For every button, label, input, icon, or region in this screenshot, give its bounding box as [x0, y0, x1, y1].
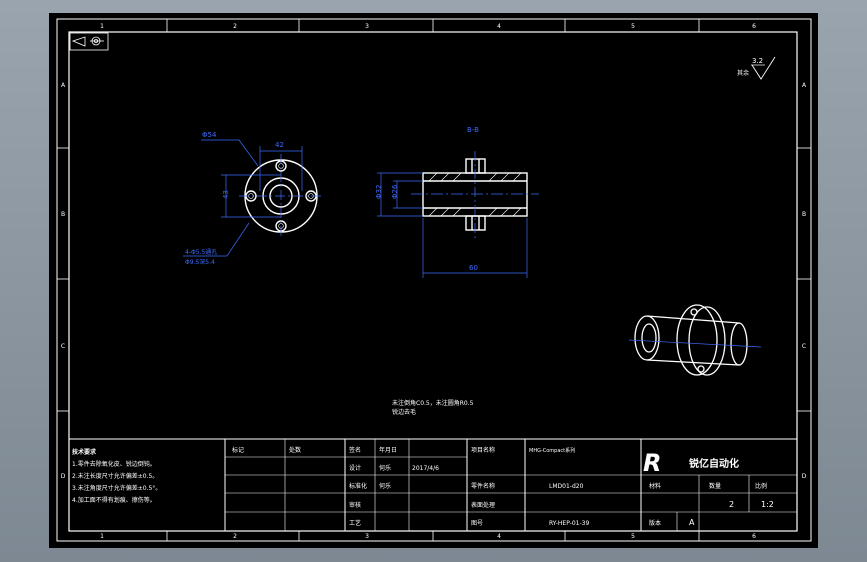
zone-bottom-6: 6: [752, 533, 756, 540]
zone-left-b: B: [61, 211, 65, 218]
front-centerlines: [239, 154, 323, 238]
zone-bottom-4: 4: [497, 533, 501, 540]
zone-top-3: 3: [365, 23, 369, 30]
roughness-note: 其余: [737, 69, 749, 77]
tech-line-2: 2.未注长度尺寸允许偏差±0.5。: [72, 472, 158, 480]
center-note-1: 未注倒角C0.5，未注圆角R0.5: [392, 399, 474, 407]
front-dimensions: [183, 139, 303, 257]
tb-version-label: 版本: [649, 519, 661, 527]
drawing-canvas[interactable]: 1 2 3 4 5 6 1 2 3 4 5 6 A B C D A B C D …: [49, 13, 818, 548]
zone-top-4: 4: [497, 23, 501, 30]
section-hatching: [428, 172, 522, 217]
tb-gongyi: 工艺: [349, 519, 361, 527]
flange-bottom: [465, 215, 486, 231]
dim-hole-note-2: Φ9.5深5.4: [185, 258, 215, 266]
tb-nianyueri: 年月日: [379, 446, 397, 454]
roughness-symbol-icon: 其余 3.2: [737, 56, 776, 80]
company-name: 锐亿自动化: [689, 457, 739, 470]
front-view[interactable]: 42 Φ54 43 4-Φ5.5通孔 Φ9.5深5.4: [183, 131, 323, 266]
inner-frame: [68, 31, 798, 532]
dim-hole-note-1: 4-Φ5.5通孔: [185, 248, 217, 256]
zone-right-a: A: [802, 82, 807, 89]
tb-biaozhunhua: 标准化: [349, 482, 367, 490]
section-centerline: [411, 151, 539, 239]
section-label: B-B: [467, 126, 479, 134]
dim-side-dia-1: Φ32: [375, 185, 383, 199]
section-dimensions: [377, 172, 528, 278]
zone-bottom-1: 1: [100, 533, 104, 540]
tb-scale: 1:2: [761, 500, 774, 509]
tb-project: MHG-Compact系列: [529, 447, 575, 454]
title-block: 标记 处数 签名 年月日 设计 何乐 2017/4/6 标准化 何乐 审核 工艺…: [69, 438, 797, 531]
zone-left-a: A: [61, 82, 66, 89]
tb-version: A: [689, 518, 695, 527]
tech-line-1: 1.零件去除氧化皮、锐边倒钝。: [72, 460, 156, 468]
technical-requirements: 技术要求 1.零件去除氧化皮、锐边倒钝。 2.未注长度尺寸允许偏差±0.5。 3…: [72, 448, 161, 504]
zone-labels: 1 2 3 4 5 6 1 2 3 4 5 6 A B C D A B C D: [61, 23, 807, 540]
section-view[interactable]: B-B 60 Φ32 Φ26: [375, 126, 539, 278]
tb-drawing-no-label: 图号: [471, 520, 483, 527]
zone-ticks: [57, 19, 811, 541]
center-note-2: 锐边去毛: [392, 408, 416, 416]
tb-shenhe: 审核: [349, 501, 361, 509]
flange-top: [465, 158, 486, 174]
isometric-view[interactable]: [628, 304, 762, 376]
zone-top-2: 2: [233, 23, 237, 30]
projection-symbol-icon: [69, 32, 109, 51]
tb-checker: 何乐: [379, 482, 391, 490]
zone-right-d: D: [802, 473, 807, 480]
zone-right-c: C: [802, 343, 806, 350]
tb-part-label: 零件名称: [471, 482, 495, 490]
zone-bottom-5: 5: [631, 533, 635, 540]
tb-qty: 2: [729, 500, 734, 509]
tb-chushu: 处数: [289, 446, 301, 454]
tb-part: LMD01-d20: [549, 483, 584, 490]
tb-designer: 何乐: [379, 464, 391, 472]
tb-drawing-no: RY-HEP-01-39: [549, 520, 589, 527]
zone-top-5: 5: [631, 23, 635, 30]
tb-qty-label: 数量: [709, 482, 721, 490]
tb-sheji: 设计: [349, 464, 361, 472]
dim-side-length: 60: [469, 264, 478, 272]
roughness-value: 3.2: [752, 57, 763, 65]
zone-left-c: C: [61, 343, 65, 350]
tb-project-label: 项目名称: [471, 446, 495, 454]
tech-line-3: 3.未注角度尺寸允许偏差±0.5°。: [72, 484, 161, 492]
tb-material-label: 材料: [649, 482, 661, 490]
company-logo: R: [643, 449, 661, 477]
zone-top-1: 1: [100, 23, 104, 30]
drawing-sheet[interactable]: 1 2 3 4 5 6 1 2 3 4 5 6 A B C D A B C D …: [49, 13, 818, 548]
zone-left-d: D: [61, 473, 66, 480]
zone-right-b: B: [802, 211, 806, 218]
tech-title: 技术要求: [72, 448, 97, 456]
tb-qianming: 签名: [349, 446, 361, 454]
dim-front-width: 42: [275, 141, 284, 149]
zone-bottom-3: 3: [365, 533, 369, 540]
dim-side-dia-2: Φ26: [391, 184, 399, 199]
dim-front-height: 43: [222, 190, 230, 199]
tb-treatment-label: 表面处理: [471, 501, 495, 509]
outer-frame: [56, 18, 812, 542]
tb-scale-label: 比例: [755, 482, 767, 490]
tb-date: 2017/4/6: [412, 465, 439, 472]
tb-biaoji: 标记: [232, 446, 244, 454]
zone-top-6: 6: [752, 23, 756, 30]
zone-bottom-2: 2: [233, 533, 237, 540]
dim-front-outer: Φ54: [202, 131, 217, 139]
tech-line-4: 4.加工面不得有划痕、擦伤等。: [72, 496, 156, 504]
